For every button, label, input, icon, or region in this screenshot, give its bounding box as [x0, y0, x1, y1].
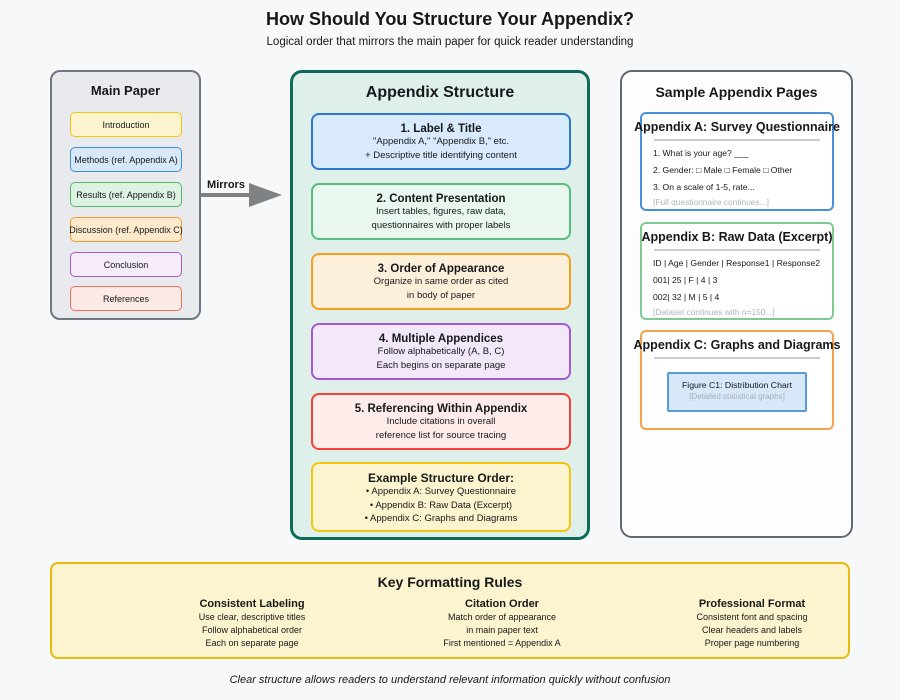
main-paper-item-introduction: Introduction [70, 112, 182, 137]
divider [654, 357, 820, 359]
structure-box-line: Include citations in overall [386, 416, 496, 427]
structure-box-line: Organize in same order as cited [373, 276, 509, 287]
main-paper-item-results: Results (ref. Appendix B) [70, 182, 182, 207]
appendix-b-line: ID | Age | Gender | Response1 | Response… [653, 257, 821, 268]
appendix-a-card-title: Appendix A: Survey Questionnaire [634, 120, 840, 134]
appendix-structure-panel: Appendix Structure 1. Label & Title "App… [290, 70, 590, 540]
structure-box-line: • Appendix A: Survey Questionnaire [365, 486, 517, 497]
main-paper-item-discussion: Discussion (ref. Appendix C) [69, 217, 183, 242]
rules-column-heading: Consistent Labeling [199, 598, 305, 610]
appendix-structure-title: Appendix Structure [365, 84, 515, 101]
formatting-rules-title: Key Formatting Rules [377, 574, 523, 590]
mirrors-arrow-icon [249, 183, 282, 207]
structure-box-title: 4. Multiple Appendices [378, 333, 504, 345]
figure-c1-title: Figure C1: Distribution Chart [681, 379, 793, 390]
rules-column-consistent-labeling: Consistent Labeling Use clear, descripti… [127, 598, 377, 649]
main-paper-item-conclusion: Conclusion [70, 252, 182, 277]
structure-box-line: Insert tables, figures, raw data, [376, 206, 506, 217]
figure-c1-box: Figure C1: Distribution Chart [Detailed … [667, 371, 807, 412]
sample-pages-title: Sample Appendix Pages [655, 84, 818, 100]
appendix-a-line: 2. Gender: □ Male □ Female □ Other [653, 164, 793, 175]
figure-c1-note: [Detailed statistical graphs] [689, 391, 785, 401]
main-paper-item-references: References [70, 286, 182, 311]
rules-column-heading: Professional Format [698, 598, 806, 610]
structure-box-referencing: 5. Referencing Within Appendix Include c… [311, 393, 571, 450]
structure-box-title: 1. Label & Title [400, 123, 482, 135]
rules-column-professional-format: Professional Format Consistent font and … [627, 598, 877, 649]
structure-box-title: 2. Content Presentation [376, 193, 506, 205]
structure-box-title: 5. Referencing Within Appendix [354, 403, 528, 415]
structure-box-line: + Descriptive title identifying content [365, 149, 517, 161]
structure-box-line: • Appendix B: Raw Data (Excerpt) [369, 499, 513, 511]
rules-line: Follow alphabetical order [201, 625, 303, 635]
rules-line: First mentioned = Appendix A [443, 638, 561, 648]
main-paper-title: Main Paper [90, 83, 161, 98]
appendix-b-line: 002| 32 | M | 5 | 4 [653, 291, 720, 302]
structure-box-title: 3. Order of Appearance [377, 263, 505, 275]
appendix-b-line: 001| 25 | F | 4 | 3 [653, 274, 718, 285]
rules-line: Each on separate page [205, 638, 299, 648]
structure-box-multiple-appendices: 4. Multiple Appendices Follow alphabetic… [311, 323, 571, 380]
rules-column-citation-order: Citation Order Match order of appearance… [377, 598, 627, 649]
rules-line: Consistent font and spacing [696, 612, 808, 622]
structure-box-order-of-appearance: 3. Order of Appearance Organize in same … [311, 253, 571, 310]
appendix-a-card: Appendix A: Survey Questionnaire 1. What… [634, 112, 840, 211]
structure-box-line: reference list for source tracing [375, 429, 507, 441]
structure-box-example-order: Example Structure Order: • Appendix A: S… [311, 462, 571, 532]
structure-box-line: Follow alphabetically (A, B, C) [377, 346, 505, 357]
rules-line: Match order of appearance [447, 612, 557, 622]
structure-box-label-title: 1. Label & Title "Appendix A," "Appendix… [311, 113, 571, 170]
structure-box-line: questionnaires with proper labels [371, 219, 511, 231]
appendix-b-note: [Dataset continues with n=150...] [653, 306, 775, 317]
rules-line: Use clear, descriptive titles [198, 612, 306, 622]
rules-line: Proper page numbering [704, 638, 800, 648]
appendix-b-card: Appendix B: Raw Data (Excerpt) ID | Age … [640, 222, 834, 320]
main-paper-panel: Main Paper Introduction Methods (ref. Ap… [50, 70, 201, 320]
appendix-a-note: [Full questionnaire continues...] [653, 196, 769, 207]
formatting-rules-panel: Key Formatting Rules Consistent Labeling… [50, 562, 850, 659]
structure-box-title: Example Structure Order: [367, 471, 515, 485]
appendix-a-line: 3. On a scale of 1-5, rate... [653, 181, 755, 192]
sample-pages-panel: Sample Appendix Pages Appendix A: Survey… [620, 70, 853, 538]
divider [654, 139, 820, 141]
appendix-b-card-title: Appendix B: Raw Data (Excerpt) [641, 230, 833, 244]
mirrors-arrow-label: Mirrors [207, 179, 245, 191]
structure-box-line: Each begins on separate page [376, 359, 506, 371]
rules-line: Clear headers and labels [701, 625, 803, 635]
structure-box-line: • Appendix C: Graphs and Diagrams [364, 513, 518, 524]
page-title: How Should You Structure Your Appendix? [265, 9, 634, 29]
mirrors-arrow-shaft [201, 193, 250, 197]
appendix-c-card: Appendix C: Graphs and Diagrams Figure C… [633, 330, 841, 430]
appendix-a-line: 1. What is your age? ___ [653, 147, 749, 158]
rules-column-heading: Citation Order [465, 598, 539, 610]
rules-line: in main paper text [466, 625, 538, 635]
structure-box-content-presentation: 2. Content Presentation Insert tables, f… [311, 183, 571, 240]
divider [654, 249, 820, 251]
structure-box-line: "Appendix A," "Appendix B," etc. [372, 136, 509, 147]
page-footer-note: Clear structure allows readers to unders… [229, 674, 671, 686]
main-paper-item-methods: Methods (ref. Appendix A) [70, 147, 182, 172]
structure-box-line: in body of paper [406, 289, 476, 301]
page-subtitle: Logical order that mirrors the main pape… [266, 36, 634, 48]
appendix-c-card-title: Appendix C: Graphs and Diagrams [633, 338, 841, 352]
